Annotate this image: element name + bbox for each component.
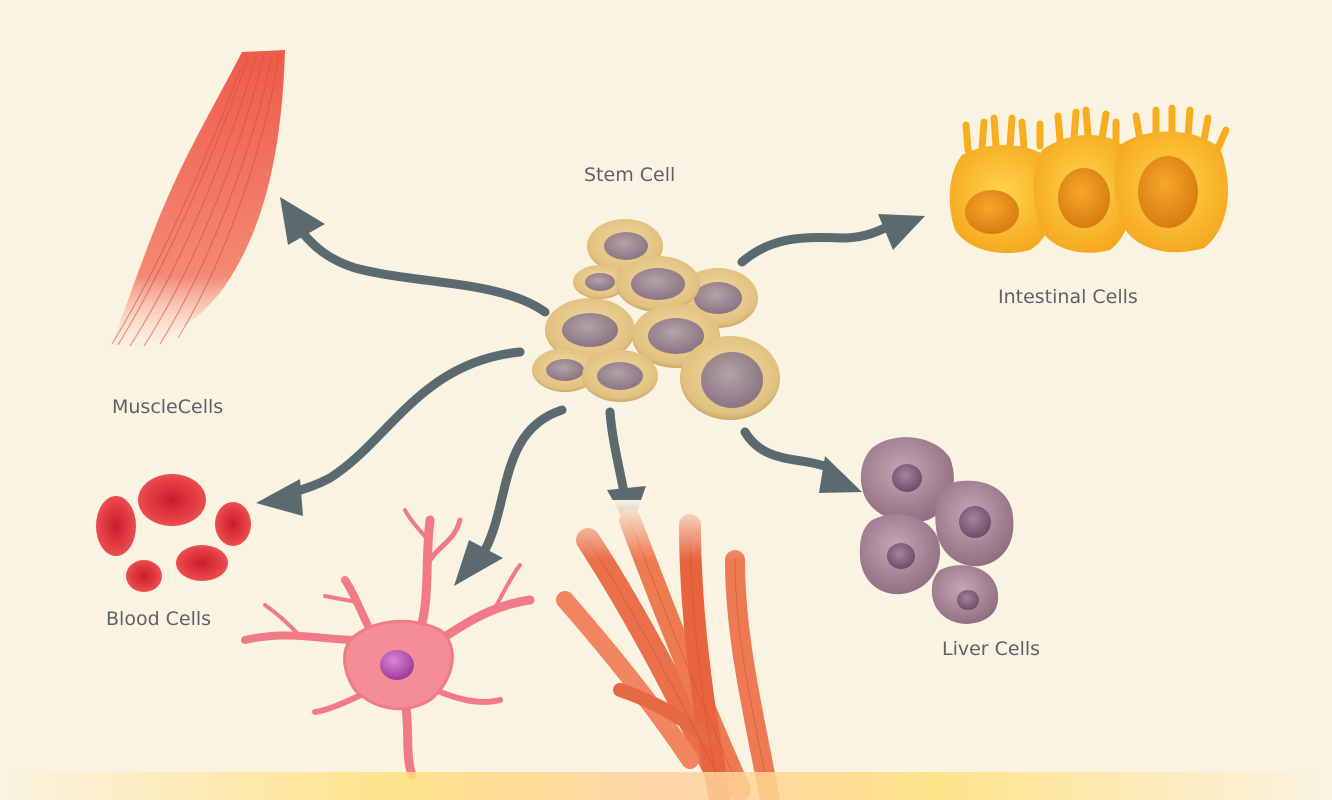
arrow-heads <box>256 197 925 586</box>
arrow-to-liver <box>740 427 835 473</box>
red-blood-cell <box>176 545 228 581</box>
arrow-to-muscle <box>297 227 550 317</box>
stem-cell <box>680 336 780 420</box>
arrowhead-intestinal <box>878 214 925 250</box>
red-blood-cell <box>215 502 251 546</box>
blood-cells-image <box>96 474 251 592</box>
arrow-to-neuron <box>481 405 567 553</box>
arrow-to-smooth-muscle <box>605 407 630 503</box>
stem-cell <box>573 265 627 299</box>
blood-cells-label: Blood Cells <box>106 608 212 630</box>
intestinal-cells-label: Intestinal Cells <box>998 286 1138 308</box>
stem-cell-cluster-image <box>532 219 780 420</box>
arrow-to-intestinal <box>737 223 890 267</box>
stem-cell <box>532 348 598 392</box>
arrowhead-muscle <box>280 197 325 245</box>
smooth-muscle-fibers-image <box>540 500 820 800</box>
arrowhead-liver <box>819 456 862 493</box>
bottom-decorative-band <box>0 772 1332 800</box>
arrowhead-neuron <box>454 540 503 586</box>
differentiation-arrows <box>285 223 890 553</box>
intestinal-cells-image <box>949 104 1230 254</box>
red-blood-cell <box>96 496 136 556</box>
liver-cells-image <box>859 437 1014 624</box>
stem-cell <box>616 256 700 312</box>
arrowhead-blood <box>256 479 303 516</box>
stem-cell <box>582 350 658 402</box>
red-blood-cell <box>126 560 162 592</box>
stem-cell-label: Stem Cell <box>584 164 676 186</box>
muscle-cell-image <box>108 50 285 352</box>
stem-cell <box>545 298 635 362</box>
muscle-cells-label: MuscleCells <box>112 396 224 418</box>
liver-cells-label: Liver Cells <box>942 638 1041 660</box>
red-blood-cell <box>138 474 206 526</box>
neuron-image <box>241 508 535 780</box>
arrow-to-blood <box>285 347 525 498</box>
